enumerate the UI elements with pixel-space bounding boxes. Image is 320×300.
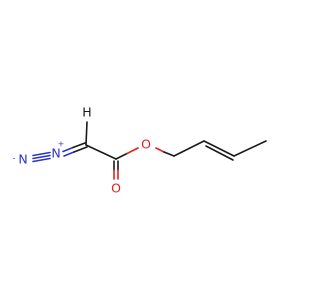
- diazo-group: [32, 142, 88, 163]
- bond-n-n-1: [32, 151, 51, 157]
- molecule-structure: N - N + H O O: [0, 0, 300, 300]
- bond-n-c-1b: [72, 142, 86, 149]
- bond-n-c-1a: [62, 146, 74, 153]
- bond-c4-c5-2: [205, 145, 234, 161]
- charge-minus: -: [13, 154, 16, 163]
- charge-plus: +: [58, 140, 65, 149]
- bond-n-n-2: [32, 154, 51, 160]
- bond-n-c-2b: [73, 146, 88, 153]
- atom-h: H: [82, 105, 91, 120]
- atom-n-terminal: N: [18, 152, 27, 167]
- bond-c5-c6: [233, 140, 267, 157]
- atom-o-ether: O: [141, 137, 151, 152]
- atom-n-central: N: [51, 146, 60, 161]
- bond-c2-o-ether-b: [126, 147, 139, 155]
- bond-c3-c4: [173, 140, 205, 157]
- canvas-background: [0, 0, 300, 300]
- bond-o-c3-b: [163, 151, 175, 157]
- bond-n-c-2a: [63, 151, 75, 157]
- bond-c4-c5-1: [203, 140, 235, 157]
- atom-o-carbonyl: O: [111, 181, 121, 196]
- bond-n-n-3: [32, 157, 51, 163]
- bond-c-h: [85, 121, 88, 146]
- carbon-skeleton: [85, 121, 267, 180]
- bond-o-c3-a: [155, 147, 165, 153]
- atom-labels: N - N + H O O: [13, 105, 152, 196]
- bond-c1-c2: [85, 144, 117, 160]
- bond-c2-o-ether-a: [115, 152, 128, 160]
